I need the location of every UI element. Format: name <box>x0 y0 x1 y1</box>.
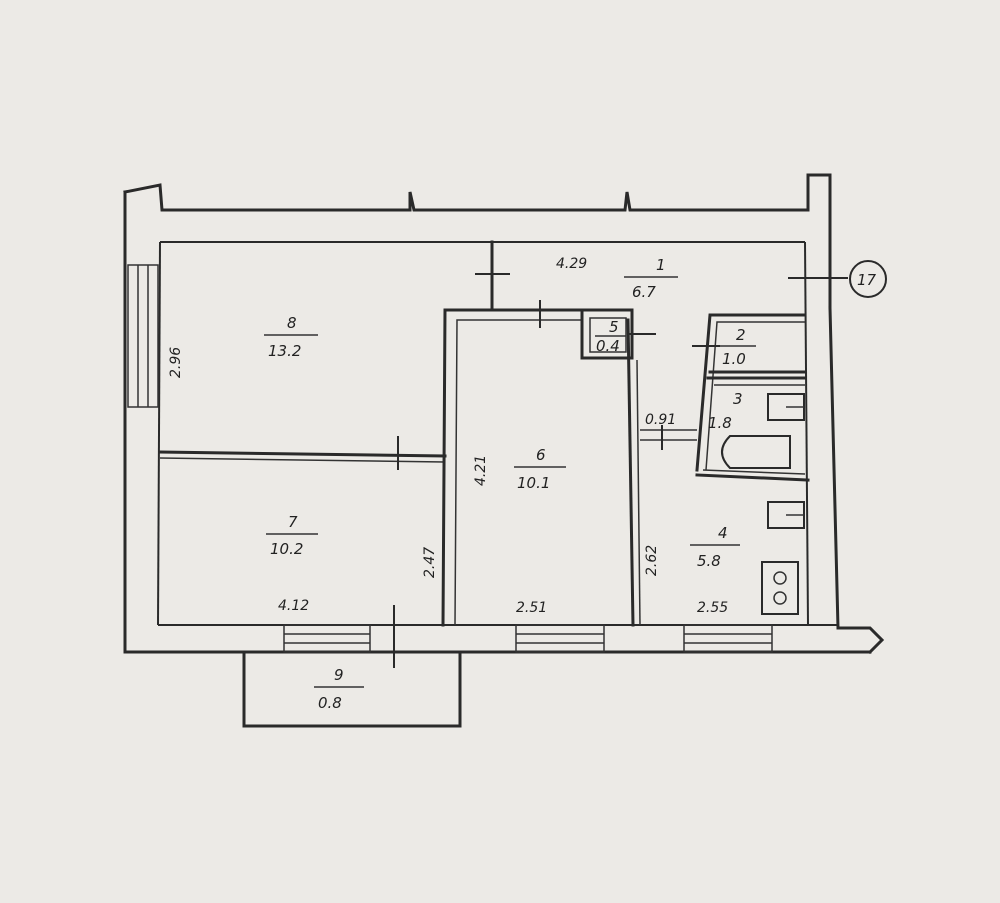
bathtub <box>721 435 791 469</box>
room-number-9: 9 <box>334 666 344 684</box>
room-area-3: 1.8 <box>708 414 732 432</box>
room-area-5: 0.4 <box>596 337 620 355</box>
room-area-9: 0.8 <box>318 694 342 712</box>
room-area-6: 10.1 <box>517 474 550 492</box>
room-number-4: 4 <box>718 524 728 542</box>
dim-room8-width: 2.96 <box>168 347 184 378</box>
dim-room6-length: 2.51 <box>516 600 547 616</box>
partitions <box>158 240 810 627</box>
room-area-7: 10.2 <box>270 540 303 558</box>
dim-corridor-length: 4.29 <box>556 256 587 272</box>
dim-room7-length: 4.12 <box>278 598 309 614</box>
dim-kitchen-length: 2.55 <box>697 600 728 616</box>
room-number-2: 2 <box>736 326 746 344</box>
dim-bath-passage: 0.91 <box>645 412 676 428</box>
window-kitchen <box>683 624 773 653</box>
room-number-6: 6 <box>536 446 546 464</box>
axis-marker-label: 17 <box>857 271 877 289</box>
room-area-1: 6.7 <box>632 283 656 301</box>
room-number-1: 1 <box>656 256 666 274</box>
outer-walls <box>123 173 885 655</box>
room-labels: 1 6.7 2 1.0 3 1.8 4 5.8 5 0.4 6 10.1 7 1… <box>264 256 756 712</box>
room-number-5: 5 <box>609 318 619 336</box>
room-number-8: 8 <box>287 314 297 332</box>
window-room6 <box>515 624 605 653</box>
balcony <box>242 650 462 728</box>
stove <box>761 561 799 615</box>
window-room7 <box>283 624 371 653</box>
dim-room7-depth: 2.47 <box>422 547 438 578</box>
room-area-2: 1.0 <box>722 350 746 368</box>
kitchen-sink <box>767 501 805 529</box>
dimension-labels: 4.29 2.96 4.21 2.47 4.12 2.51 2.62 2.55 … <box>168 256 728 616</box>
dim-room6-depth: 4.21 <box>473 455 489 486</box>
dim-kitchen-depth: 2.62 <box>644 545 660 576</box>
door-ticks <box>393 273 848 668</box>
room-number-3: 3 <box>733 390 743 408</box>
washbasin <box>767 393 805 421</box>
room-area-8: 13.2 <box>268 342 301 360</box>
room-area-4: 5.8 <box>697 552 721 570</box>
room-number-7: 7 <box>288 513 298 531</box>
axis-marker: 17 <box>849 260 887 298</box>
window-room8 <box>127 264 159 408</box>
